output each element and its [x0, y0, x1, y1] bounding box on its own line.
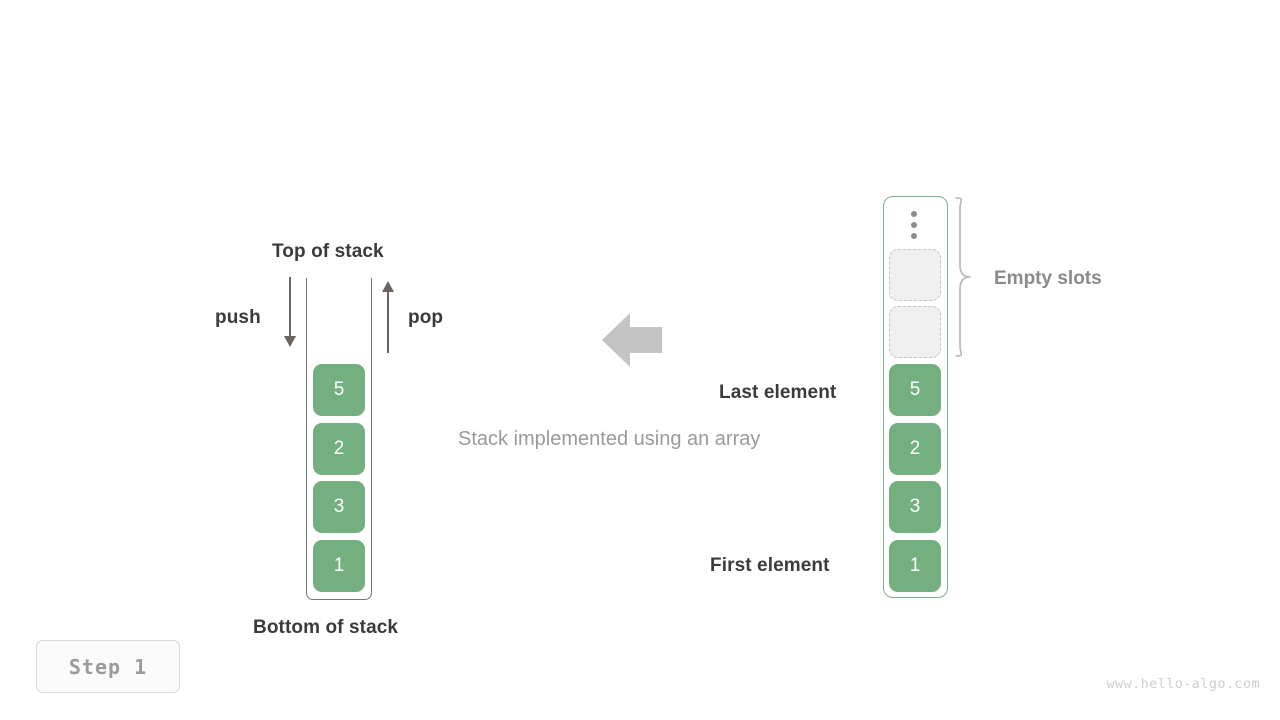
- push-label: push: [215, 307, 261, 328]
- curly-brace-icon: [955, 197, 971, 357]
- stack-top-label: Top of stack: [272, 241, 384, 262]
- vertical-ellipsis-icon: [910, 211, 918, 239]
- stack-bottom-label: Bottom of stack: [253, 617, 399, 638]
- array-cell: 1: [889, 540, 941, 592]
- stack-container: [306, 278, 372, 600]
- empty-slots-label: Empty slots: [994, 268, 1102, 289]
- watermark: www.hello-algo.com: [1106, 676, 1260, 692]
- pop-label: pop: [408, 307, 444, 328]
- push-arrow-shaft: [289, 277, 292, 339]
- stack-cell: 2: [313, 423, 365, 475]
- last-element-label: Last element: [719, 382, 837, 403]
- step-badge: Step 1: [36, 640, 180, 693]
- array-cell: 5: [889, 364, 941, 416]
- first-element-label: First element: [710, 555, 830, 576]
- figure-caption: Stack implemented using an array: [458, 428, 761, 450]
- stack-cell: 1: [313, 540, 365, 592]
- arrow-up-icon: [381, 281, 394, 292]
- array-empty-slot: [889, 306, 941, 358]
- stack-cell: 5: [313, 364, 365, 416]
- arrow-left-icon: [602, 313, 662, 367]
- array-cell: 2: [889, 423, 941, 475]
- array-empty-slot: [889, 249, 941, 301]
- arrow-down-icon: [283, 336, 296, 347]
- stack-cell: 3: [313, 481, 365, 533]
- array-cell: 3: [889, 481, 941, 533]
- pop-arrow-shaft: [387, 291, 390, 353]
